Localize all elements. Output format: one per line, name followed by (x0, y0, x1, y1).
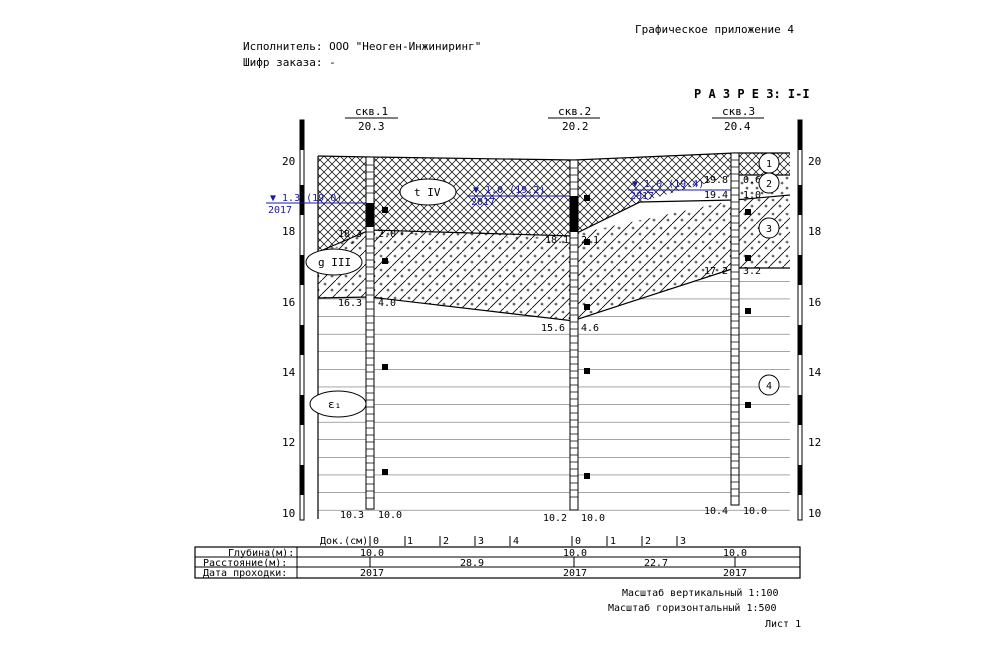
layer-number: 4 (766, 381, 772, 392)
geology-label: t IV (414, 186, 441, 199)
layer-1-fill (318, 153, 790, 252)
appendix-title: Графическое приложение 4 (635, 23, 794, 36)
well-1-abs-label: 16.3 (338, 298, 362, 309)
table-cell: 2017 (360, 568, 384, 579)
right-scale-labels: 20 18 16 14 12 10 (808, 155, 822, 520)
table-cell: 2017 (563, 568, 587, 579)
data-table: Док.(см) 0 1 2 3 4 0 1 2 3 Глубина(м): 1… (194, 536, 801, 579)
well-3-depth-label: 10.0 (743, 506, 767, 517)
order-code-text: Шифр заказа: - (243, 56, 336, 69)
well-2-depth-label: 10.0 (581, 513, 605, 524)
well-1-abs-label: 18.3 (338, 229, 362, 240)
doc-tick: 2 (443, 536, 449, 547)
executor-text: Исполнитель: ООО "Неоген-Инжиниринг" (243, 40, 481, 53)
doc-label: Док.(см) (320, 536, 368, 547)
well-3-abs-label: 19.8 (704, 175, 728, 186)
layer-4-fill (318, 268, 790, 519)
doc-tick: 4 (513, 536, 519, 547)
well-3-abs-label: 17.2 (704, 266, 728, 277)
sand-fill (318, 230, 574, 252)
scale-label: 18 (282, 225, 295, 238)
well-3-name: скв.3 (722, 105, 755, 118)
well-3-water-year: 2017 (630, 191, 654, 202)
geology-label: g III (318, 256, 351, 269)
scale-label: 16 (808, 296, 821, 309)
well-2-elevation: 20.2 (562, 120, 589, 133)
well-2-name: скв.2 (558, 105, 591, 118)
table-cell: 22.7 (644, 558, 668, 569)
well-1-depth-label: 10.0 (378, 510, 402, 521)
doc-tick: 0 (373, 536, 379, 547)
vertical-scale-text: Масштаб вертикальный 1:100 (622, 587, 779, 599)
layers (318, 153, 790, 519)
table-row-label: Глубина(м): (228, 547, 294, 559)
table-cell: 28.9 (460, 558, 484, 569)
doc-tick: 2 (645, 536, 651, 547)
layer-number: 3 (766, 224, 772, 235)
well-3-depth-label: 3.2 (743, 266, 761, 277)
water-levels (266, 189, 736, 204)
well-2-abs-label: 10.2 (543, 513, 567, 524)
table-row-label: Расстояние(м): (203, 558, 287, 569)
well-1-depth-label: 4.0 (378, 298, 396, 309)
well-headers: скв.1 20.3 скв.2 20.2 скв.3 20.4 (345, 105, 764, 133)
table-cell: 2017 (723, 568, 747, 579)
table-cell: 10.0 (360, 548, 384, 559)
scale-label: 12 (282, 436, 295, 449)
layer-3-lower-fill (318, 195, 790, 321)
doc-tick: 3 (478, 536, 484, 547)
right-scale (797, 119, 803, 521)
well-3-abs-label: 10.4 (704, 506, 728, 517)
well-2-abs-label: 15.6 (541, 323, 565, 334)
well-3-elevation: 20.4 (724, 120, 751, 133)
scale-label: 10 (808, 507, 821, 520)
well-3-abs-label: 19.4 (704, 190, 728, 201)
doc-tick: 0 (575, 536, 581, 547)
well-1-depth-label: 2.0 (378, 229, 396, 240)
scale-label: 14 (282, 366, 296, 379)
table-cell: 10.0 (563, 548, 587, 559)
well-1-water-level: ▼ 1.3 (19.0) (270, 193, 342, 204)
section-title: Р А З Р Е З: I-I (694, 87, 810, 101)
doc-tick: 1 (407, 536, 413, 547)
well-2-depth-label: 2.1 (581, 235, 599, 246)
table-cell: 10.0 (723, 548, 747, 559)
well-1-column (365, 156, 375, 510)
doc-tick: 1 (610, 536, 616, 547)
layer-number: 1 (766, 159, 772, 170)
well-2-abs-label: 18.1 (545, 235, 569, 246)
left-scale (299, 119, 305, 521)
well-3-depth-label: 1.0 (743, 190, 761, 201)
scale-label: 12 (808, 436, 821, 449)
well-2-depth-label: 4.6 (581, 323, 599, 334)
geology-age-labels: t IV g III ε₁ (305, 178, 457, 418)
well-1-water-year: 2017 (268, 205, 292, 216)
well-2-water-level: ▼ 1.0 (19.2) (473, 185, 545, 196)
left-scale-labels: 20 18 16 14 12 10 (282, 155, 296, 520)
well-2-water-year: 2017 (471, 197, 495, 208)
scale-label: 10 (282, 507, 295, 520)
sample-markers (382, 195, 751, 479)
well-2-column (569, 159, 579, 511)
scale-label: 16 (282, 296, 295, 309)
table-row-label: Дата проходки: (203, 568, 287, 579)
layer-number: 2 (766, 179, 772, 190)
well-1-elevation: 20.3 (358, 120, 385, 133)
scale-label: 20 (808, 155, 821, 168)
layer-number-markers: 1 2 3 4 (758, 152, 780, 396)
well-3-depth-label: 0.6 (743, 175, 761, 186)
scale-label: 18 (808, 225, 821, 238)
well-3-water-level: ▼ 1.0 (19.4) (632, 179, 704, 190)
well-1-name: скв.1 (355, 105, 388, 118)
geology-label: ε₁ (328, 398, 341, 411)
doc-tick: 3 (680, 536, 686, 547)
well-3-column (730, 152, 740, 506)
horizontal-scale-text: Масштаб горизонтальный 1:500 (608, 602, 777, 614)
scale-label: 14 (808, 366, 822, 379)
well-1-abs-label: 10.3 (340, 510, 364, 521)
scale-label: 20 (282, 155, 295, 168)
sheet-number: Лист 1 (765, 619, 801, 630)
